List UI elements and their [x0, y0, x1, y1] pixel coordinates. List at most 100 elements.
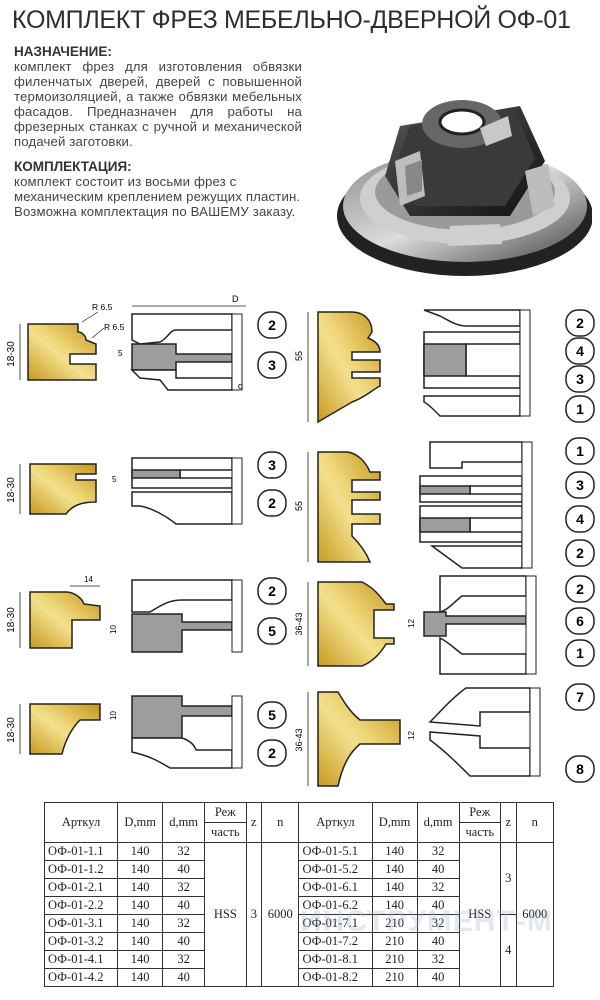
dim-d: d — [238, 381, 243, 391]
profile-5-wood — [29, 591, 101, 649]
col-cut-2: часть — [204, 822, 247, 843]
profile-drawing: 18-30 R 6.5 R 6.5 5 D d 2 3 55 2 4 — [6, 294, 595, 787]
cutter-photo — [337, 100, 592, 276]
dim-r65-a: R 6.5 — [92, 302, 113, 312]
col-article-r: Арткул — [298, 802, 373, 843]
spec-header-row: Арткул D,mm d,mm Реж z n Арткул D,mm d,m… — [43, 802, 555, 843]
cutter-assembly-2-5 — [131, 579, 243, 653]
cutter-label-2-e: 2 — [257, 577, 287, 605]
dim-r65-b: R 6.5 — [104, 322, 125, 332]
cutter-label-6: 6 — [565, 607, 595, 635]
col-cut-1-r: Реж — [458, 802, 502, 823]
svg-text:3: 3 — [576, 371, 584, 387]
col-n-r: n — [515, 802, 555, 843]
dim-10-r4: 10 — [109, 711, 118, 720]
col-D: D,mm — [117, 802, 164, 843]
right-z-top: 3 — [500, 842, 517, 915]
svg-text:2: 2 — [268, 745, 276, 761]
profile-3-wood — [29, 463, 97, 515]
svg-text:2: 2 — [576, 581, 584, 597]
dim-36-43-r3: 36-43 — [294, 612, 304, 635]
svg-text:2: 2 — [268, 495, 276, 511]
col-cut-2-r: часть — [458, 822, 502, 843]
col-cut-1: Реж — [204, 802, 247, 823]
svg-text:1: 1 — [576, 401, 584, 417]
dim-10-r3: 10 — [109, 625, 118, 634]
cutter-label-7: 7 — [565, 683, 595, 711]
svg-text:1: 1 — [576, 645, 584, 661]
cutter-label-3-c: 3 — [257, 451, 287, 479]
svg-text:4: 4 — [576, 511, 584, 527]
description-block: НАЗНАЧЕНИЕ: комплект фрез для изготовлен… — [14, 44, 302, 219]
left-n: 6000 — [261, 842, 300, 987]
dim-5-r2: 5 — [112, 475, 117, 484]
cutter-label-5-a: 5 — [257, 617, 287, 645]
svg-text:2: 2 — [268, 583, 276, 599]
dim-12-r4: 12 — [407, 731, 416, 740]
profile-1-wood — [27, 323, 97, 381]
dim-18-30-r4: 18-30 — [6, 717, 17, 743]
col-d: d,mm — [162, 802, 206, 843]
cutter-label-2-a: 2 — [257, 311, 287, 339]
cutter-label-5-b: 5 — [257, 701, 287, 729]
cutter-assembly-2-4-3-1 — [423, 309, 531, 417]
svg-text:5: 5 — [268, 707, 276, 723]
svg-text:3: 3 — [576, 477, 584, 493]
col-z-r: z — [500, 802, 517, 843]
purpose-heading: НАЗНАЧЕНИЕ: — [14, 44, 112, 59]
cutter-label-3-d: 3 — [565, 471, 595, 499]
svg-text:3: 3 — [268, 457, 276, 473]
svg-text:1: 1 — [576, 443, 584, 459]
svg-text:2: 2 — [268, 317, 276, 333]
cutter-label-8: 8 — [565, 755, 595, 783]
cutter-label-2-b: 2 — [565, 309, 595, 337]
svg-text:4: 4 — [576, 343, 584, 359]
right-cut: HSS — [458, 842, 502, 987]
cutter-assembly-1-3-4-2 — [419, 441, 533, 569]
spec-table: Арткул D,mm d,mm Реж z n Арткул D,mm d,m… — [43, 802, 555, 987]
dim-55-r2: 55 — [294, 501, 304, 511]
left-z: 3 — [245, 842, 263, 987]
cutter-label-4-a: 4 — [565, 337, 595, 365]
profile-8-wood — [317, 691, 401, 787]
profile-4-wood — [317, 451, 381, 563]
dim-36-43-r4: 36-43 — [294, 728, 304, 751]
cutter-label-2-g: 2 — [257, 739, 287, 767]
col-d-r: d,mm — [416, 802, 460, 843]
profile-7-wood — [29, 703, 101, 755]
cutter-label-2-d: 2 — [565, 539, 595, 567]
cutter-label-4-b: 4 — [565, 505, 595, 533]
svg-text:2: 2 — [576, 315, 584, 331]
profile-6-wood — [317, 581, 395, 667]
kit-heading: КОМПЛЕКТАЦИЯ: — [14, 159, 132, 174]
page-title: КОМПЛЕКТ ФРЕЗ МЕБЕЛЬНО-ДВЕРНОЙ ОФ-01 — [12, 6, 571, 34]
cutter-assembly-3-2 — [131, 457, 243, 525]
cutter-assembly-5-2 — [131, 695, 243, 769]
dim-14: 14 — [84, 575, 93, 584]
right-z-bottom: 4 — [500, 914, 517, 987]
col-z: z — [245, 802, 263, 843]
purpose-text: комплект фрез для изготовления обвязки ф… — [14, 59, 302, 149]
col-D-r: D,mm — [371, 802, 418, 843]
svg-text:6: 6 — [576, 613, 584, 629]
right-n: 6000 — [515, 842, 555, 987]
cutter-label-3-b: 3 — [565, 365, 595, 393]
cutter-assembly-7-8 — [428, 687, 541, 777]
cutter-assembly-2-6-1 — [423, 575, 537, 675]
cutter-label-1-b: 1 — [565, 437, 595, 465]
cutter-label-1-a: 1 — [565, 395, 595, 423]
dim-55-r1: 55 — [294, 351, 304, 361]
dim-18-30-r3: 18-30 — [6, 607, 17, 633]
cutter-label-2-c: 2 — [257, 489, 287, 517]
dim-5-r1: 5 — [118, 349, 123, 358]
dim-18-30-r2: 18-30 — [6, 477, 17, 503]
col-article: Арткул — [43, 802, 119, 843]
cutter-label-3-a: 3 — [257, 351, 287, 379]
svg-text:5: 5 — [268, 623, 276, 639]
